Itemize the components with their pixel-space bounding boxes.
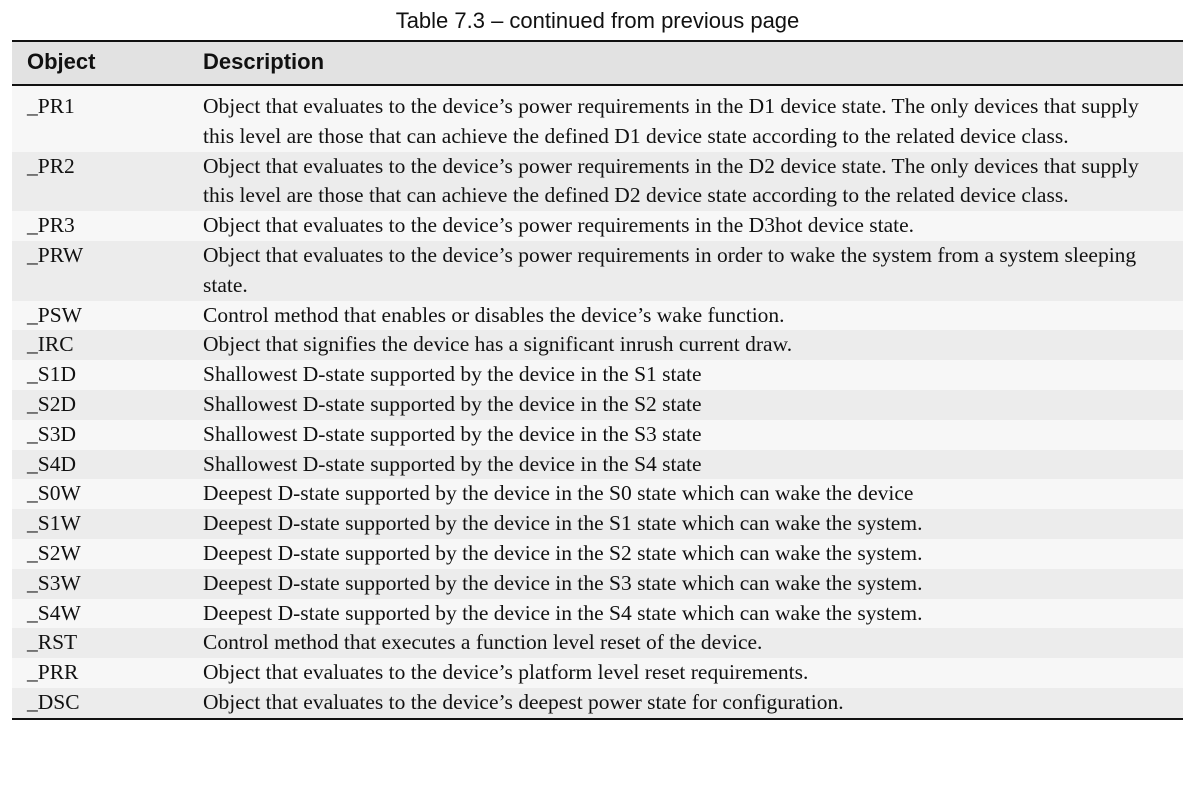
object-cell: _S1W xyxy=(12,509,203,539)
object-cell: _S3W xyxy=(12,568,203,599)
description-cell: Deepest D-state supported by the device … xyxy=(203,509,1183,539)
description-cell: Shallowest D-state supported by the devi… xyxy=(203,360,1183,390)
description-cell: Control method that enables or disables … xyxy=(203,300,1183,331)
description-cell: Deepest D-state supported by the device … xyxy=(203,538,1183,569)
description-cell: Control method that executes a function … xyxy=(203,628,1183,659)
object-cell: _S3D xyxy=(12,419,203,450)
description-cell: Shallowest D-state supported by the devi… xyxy=(203,419,1183,450)
description-cell: Object that evaluates to the device’s po… xyxy=(203,151,1183,212)
object-cell: _PR2 xyxy=(12,151,203,212)
object-cell: _PR1 xyxy=(12,92,203,152)
object-cell: _IRC xyxy=(12,330,203,361)
object-cell: _S0W xyxy=(12,479,203,510)
object-cell: _PR3 xyxy=(12,211,203,241)
table-header-row: Object Description xyxy=(12,41,1183,86)
description-cell: Object that evaluates to the device’s de… xyxy=(203,687,1183,719)
spacer-row xyxy=(12,85,1183,92)
description-cell: Object that signifies the device has a s… xyxy=(203,330,1183,361)
description-cell: Object that evaluates to the device’s pl… xyxy=(203,658,1183,688)
object-cell: _S2D xyxy=(12,389,203,420)
object-cell: _DSC xyxy=(12,687,203,719)
description-cell: Deepest D-state supported by the device … xyxy=(203,568,1183,599)
description-cell: Deepest D-state supported by the device … xyxy=(203,598,1183,629)
table-caption: Table 7.3 – continued from previous page xyxy=(395,8,800,33)
description-cell: Shallowest D-state supported by the devi… xyxy=(203,449,1183,480)
object-cell: _PRR xyxy=(12,658,203,688)
header-object: Object xyxy=(12,41,203,86)
object-cell: _PSW xyxy=(12,300,203,331)
object-cell: _S4W xyxy=(12,598,203,629)
header-description: Description xyxy=(203,41,1183,86)
object-cell: _S2W xyxy=(12,538,203,569)
object-cell: _RST xyxy=(12,628,203,659)
object-cell: _S1D xyxy=(12,360,203,390)
description-cell: Object that evaluates to the device’s po… xyxy=(203,211,1183,241)
description-cell: Object that evaluates to the device’s po… xyxy=(203,240,1183,301)
description-cell: Shallowest D-state supported by the devi… xyxy=(203,389,1183,420)
description-cell: Deepest D-state supported by the device … xyxy=(203,479,1183,510)
object-cell: _PRW xyxy=(12,240,203,301)
description-cell: Object that evaluates to the device’s po… xyxy=(203,92,1183,152)
object-cell: _S4D xyxy=(12,449,203,480)
